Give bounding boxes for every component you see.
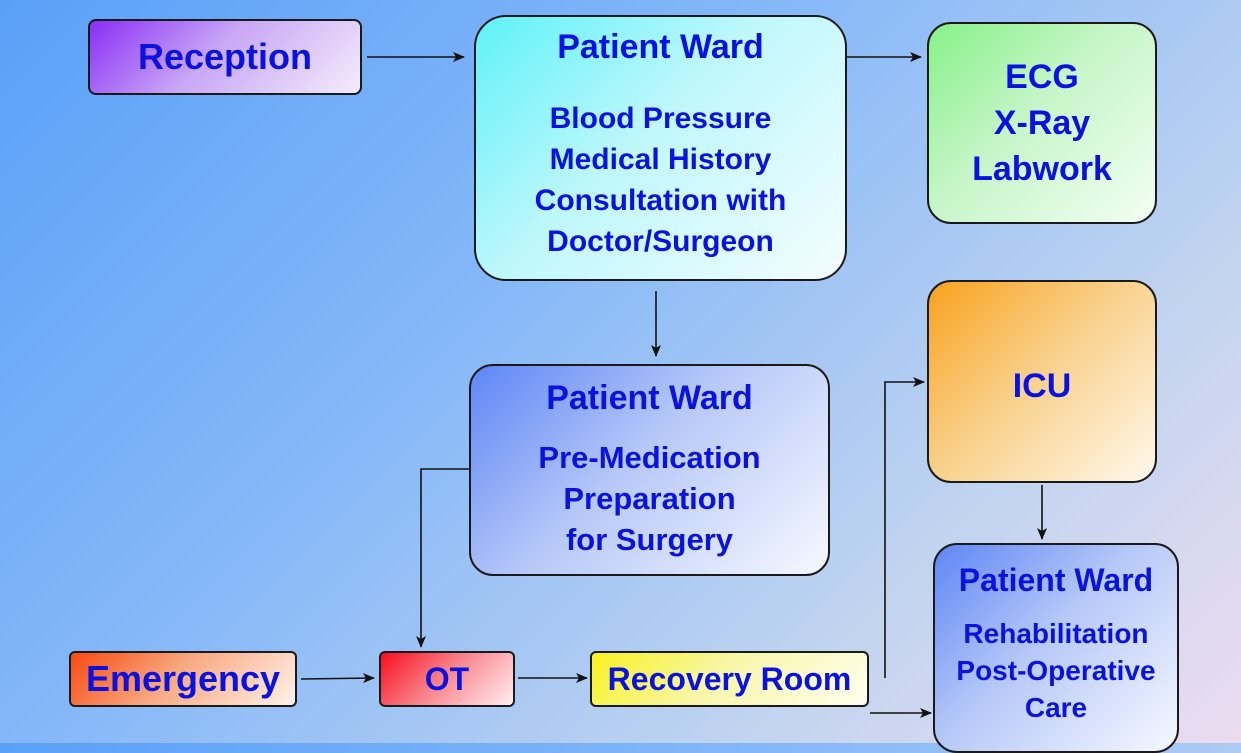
node-label: Emergency (85, 658, 281, 700)
node-line: for Surgery (565, 521, 734, 557)
node-line: Care (1024, 692, 1088, 724)
node-label: ICU (1012, 367, 1072, 405)
edge-emergency-to-ot (300, 673, 375, 684)
node-emergency: Emergency (69, 651, 297, 707)
node-line: Medical History (549, 142, 772, 176)
node-line: Pre-Medication (538, 439, 761, 475)
node-line: Blood Pressure (549, 101, 772, 135)
node-label: OT (424, 660, 470, 697)
node-title: Patient Ward (958, 562, 1154, 598)
node-line: Labwork (972, 150, 1112, 188)
node-lines: ECG X-Ray Labwork (972, 54, 1112, 192)
node-line: Consultation with (534, 183, 787, 217)
node-recovery-room: Recovery Room (590, 651, 869, 707)
node-line: ECG (1005, 58, 1079, 96)
node-ot: OT (379, 651, 515, 707)
node-patient-ward-rehabilitation: Patient Ward Rehabilitation Post-Operati… (933, 543, 1179, 753)
node-patient-ward-premedication: Patient Ward Pre-Medication Preparation … (469, 364, 830, 576)
edge-recovery-to-icu (884, 377, 925, 678)
node-icu: ICU (927, 280, 1157, 483)
node-line: Post-Operative (956, 655, 1156, 687)
node-reception: Reception (88, 19, 362, 95)
node-patient-ward-admission: Patient Ward Blood Pressure Medical Hist… (474, 15, 847, 281)
node-line: Rehabilitation (963, 618, 1149, 650)
node-title: Patient Ward (546, 379, 753, 417)
node-lines: Rehabilitation Post-Operative Care (956, 615, 1155, 726)
edge-ward2-to-ot (416, 468, 469, 648)
node-lines: Pre-Medication Preparation for Surgery (538, 437, 760, 560)
node-label: Recovery Room (607, 660, 852, 697)
node-title: Patient Ward (557, 28, 764, 66)
node-line: X-Ray (993, 104, 1091, 142)
node-label: Reception (137, 36, 313, 78)
node-lines: Blood Pressure Medical History Consultat… (535, 98, 787, 262)
node-line: Doctor/Surgeon (547, 224, 774, 258)
node-tests: ECG X-Ray Labwork (927, 22, 1157, 224)
node-line: Preparation (563, 480, 736, 516)
